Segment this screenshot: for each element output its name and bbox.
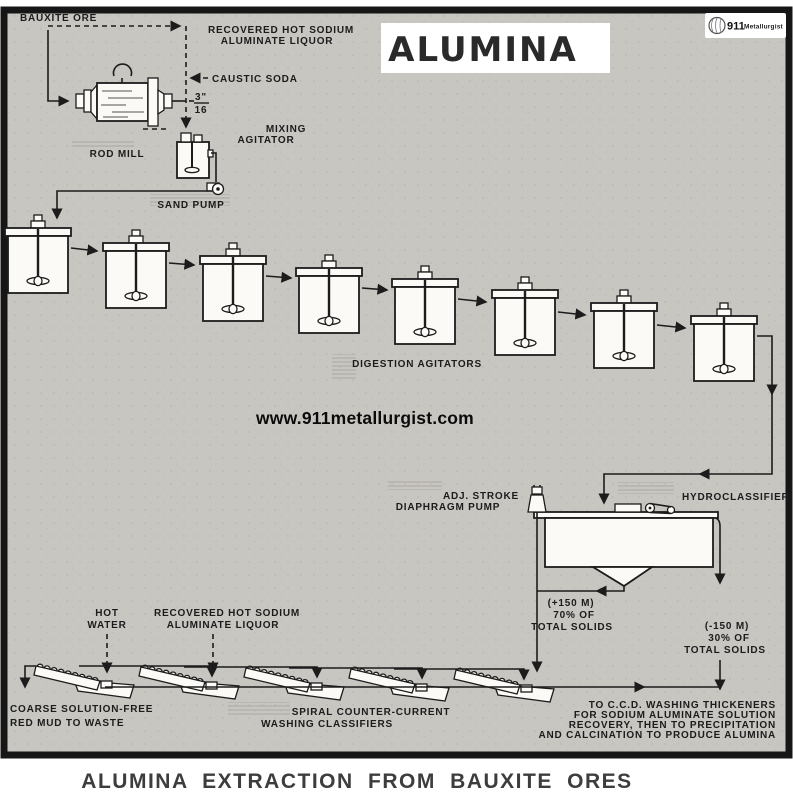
title-banner-box [381, 23, 610, 73]
rod-mill [75, 63, 173, 130]
label-rod-mill: ROD MILL [90, 149, 145, 160]
label-spiral-1: SPIRAL COUNTER-CURRENT [292, 707, 451, 718]
label-red-mud-2: RED MUD TO WASTE [10, 718, 124, 729]
label-to-ccd-4: AND CALCINATION TO PRODUCE ALUMINA [538, 730, 776, 741]
label-hot-water-1: HOT [95, 608, 119, 619]
label-diaphragm-pump-1: ADJ. STROKE [443, 491, 519, 502]
overflow-line [714, 517, 726, 691]
label-coarse-1: (+150 M) [548, 598, 595, 609]
logo-number: 911 [727, 21, 745, 33]
digestion-to-hydroclassifier-line [598, 335, 778, 505]
label-mixing-agitator-1: MIXING [266, 124, 306, 135]
underflow-line [531, 512, 625, 673]
red-mud-line [19, 665, 36, 689]
sand-pump [51, 152, 225, 220]
label-hot-water-2: WATER [87, 620, 126, 631]
title-banner: ALUMINA [388, 30, 578, 70]
logo-box [705, 13, 786, 38]
label-recovered-bottom-1: RECOVERED HOT SODIUM [154, 608, 300, 619]
mixing-agitator [176, 132, 214, 179]
label-coarse-2: 70% OF [553, 610, 594, 621]
svg-text:16: 16 [195, 105, 208, 116]
diagram-labels: BAUXITE ORE RECOVERED HOT SODIUM ALUMINA… [10, 13, 790, 741]
label-to-ccd-1: TO C.C.D. WASHING THICKENERS [589, 700, 776, 711]
shading-patches [72, 139, 674, 716]
label-red-mud-1: COARSE SOLUTION-FREE [10, 704, 153, 715]
label-bauxite-ore: BAUXITE ORE [20, 13, 97, 24]
logo: 911 Metallurgist [705, 13, 786, 38]
label-fine-2: 30% OF [708, 633, 749, 644]
label-mixing-agitator-2: AGITATOR [238, 135, 295, 146]
label-screen-fraction: 3" 16 [194, 92, 209, 116]
label-diaphragm-pump-2: DIAPHRAGM PUMP [396, 502, 501, 513]
label-caustic-soda: CAUSTIC SODA [212, 74, 298, 85]
logo-name: Metallurgist [744, 24, 784, 31]
label-to-ccd-2: FOR SODIUM ALUMINATE SOLUTION [574, 710, 776, 721]
label-to-ccd-3: RECOVERY, THEN TO PRECIPITATION [569, 720, 776, 731]
tank-chain-arrows [70, 244, 687, 333]
feed-lines [47, 20, 208, 129]
hydroclassifier [527, 485, 719, 588]
label-recovered-top-2: ALUMINATE LIQUOR [221, 36, 334, 47]
label-fine-3: TOTAL SOLIDS [684, 645, 766, 656]
rake-drive [614, 502, 676, 515]
footer-caption: ALUMINA EXTRACTION FROM BAUXITE ORES [81, 770, 632, 793]
digestion-agitators [3, 213, 759, 383]
label-recovered-top-1: RECOVERED HOT SODIUM [208, 25, 354, 36]
label-sand-pump: SAND PUMP [157, 200, 224, 211]
label-hydroclassifier: HYDROCLASSIFIER [682, 492, 790, 503]
label-digestion-agitators: DIGESTION AGITATORS [352, 359, 482, 370]
wash-feed-arrows [101, 634, 219, 674]
diaphragm-pump [527, 485, 547, 513]
label-spiral-2: WASHING CLASSIFIERS [261, 719, 393, 730]
label-recovered-bottom-2: ALUMINATE LIQUOR [167, 620, 280, 631]
paper-texture [8, 14, 785, 751]
watermark: www.911metallurgist.com [255, 408, 474, 428]
svg-text:3": 3" [195, 92, 207, 103]
globe-icon [708, 16, 726, 35]
label-fine-1: (-150 M) [705, 621, 749, 632]
label-coarse-3: TOTAL SOLIDS [531, 622, 613, 633]
